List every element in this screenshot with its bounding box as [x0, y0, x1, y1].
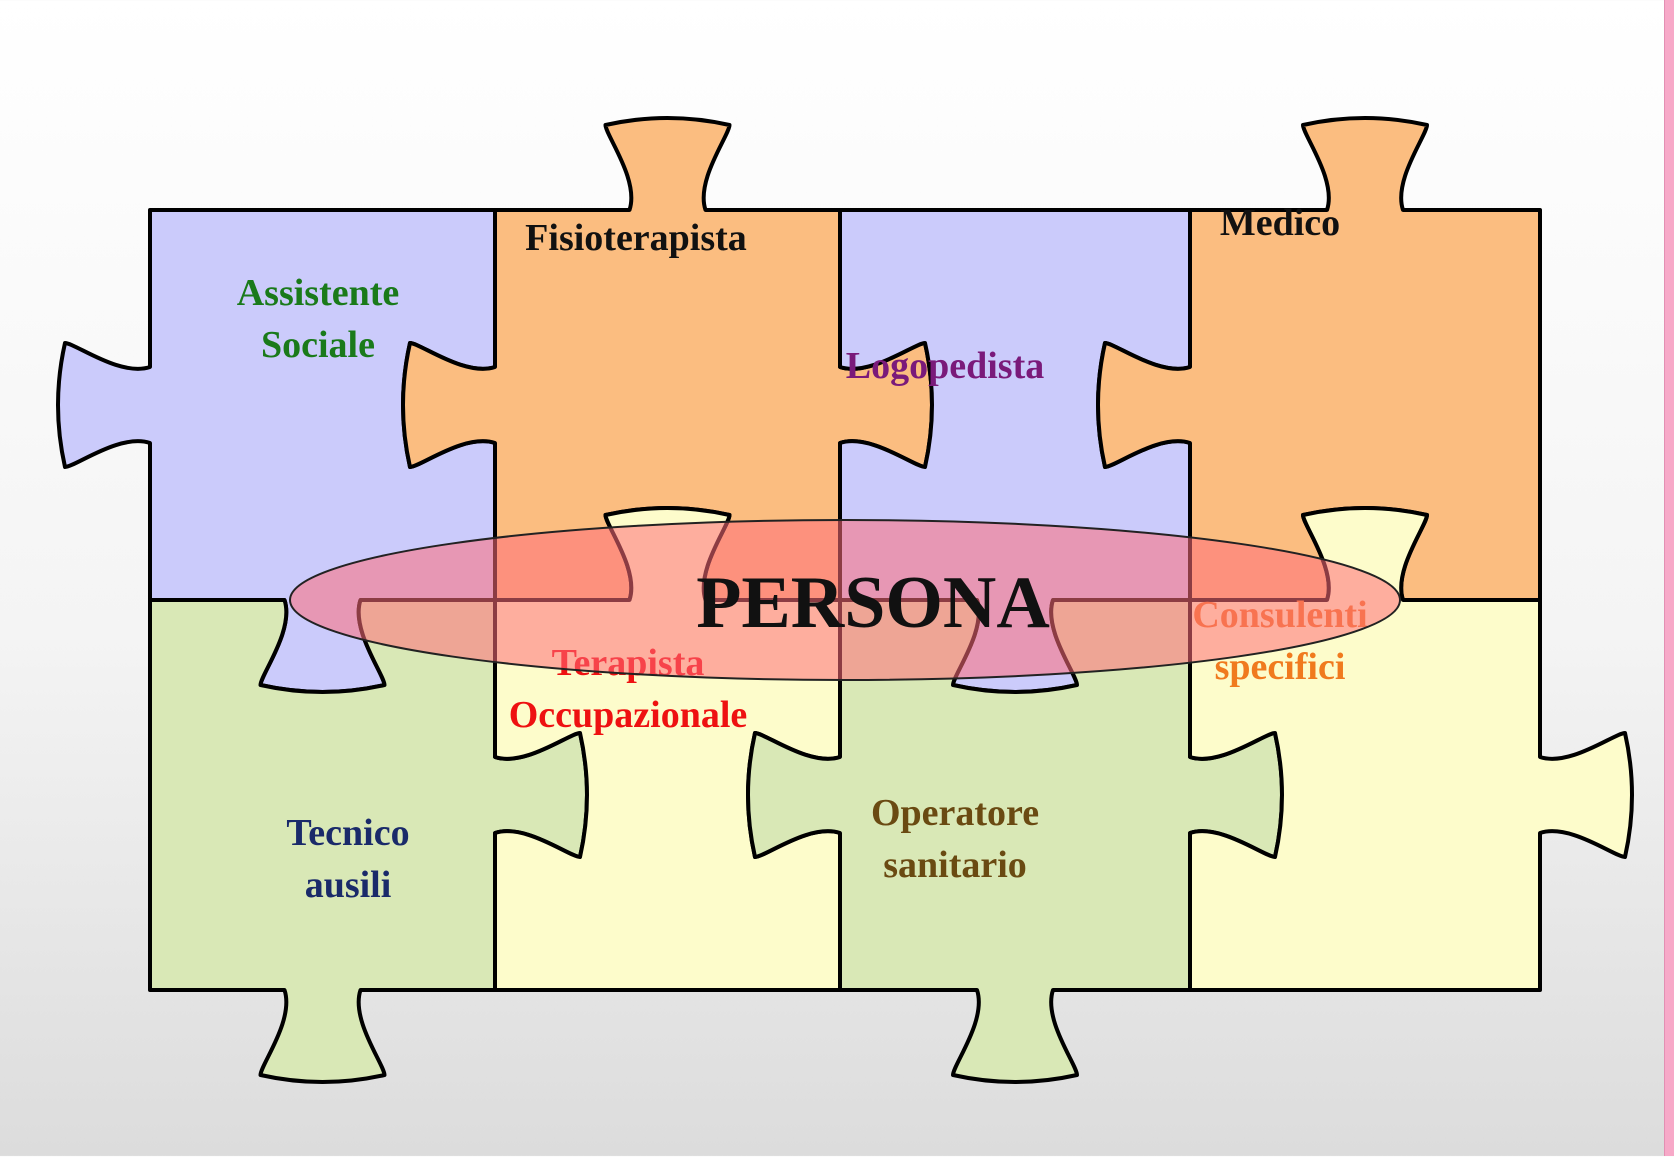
label-line: Operatore	[871, 792, 1039, 834]
puzzle-piece-label: Fisioterapista	[525, 217, 747, 259]
label-line: Occupazionale	[509, 694, 748, 736]
label-line: Assistente	[237, 272, 400, 314]
label-line: Tecnico	[286, 812, 409, 854]
slide-edge-bar	[1664, 0, 1674, 1156]
label-line: Sociale	[261, 324, 375, 366]
label-line: ausili	[305, 864, 392, 906]
puzzle-piece-label: Operatore sanitario	[871, 792, 1039, 886]
puzzle-piece-label: Medico	[1220, 202, 1340, 244]
puzzle-piece-label: Tecnico ausili	[286, 812, 409, 906]
label-line: sanitario	[883, 844, 1027, 886]
persona-label: PERSONA	[696, 562, 1050, 644]
label-line: Logopedista	[846, 345, 1044, 387]
label-line: Fisioterapista	[525, 217, 747, 259]
puzzle-piece-label: Logopedista	[846, 345, 1044, 387]
label-line: Medico	[1220, 202, 1340, 244]
persona-ellipse	[289, 519, 1401, 681]
